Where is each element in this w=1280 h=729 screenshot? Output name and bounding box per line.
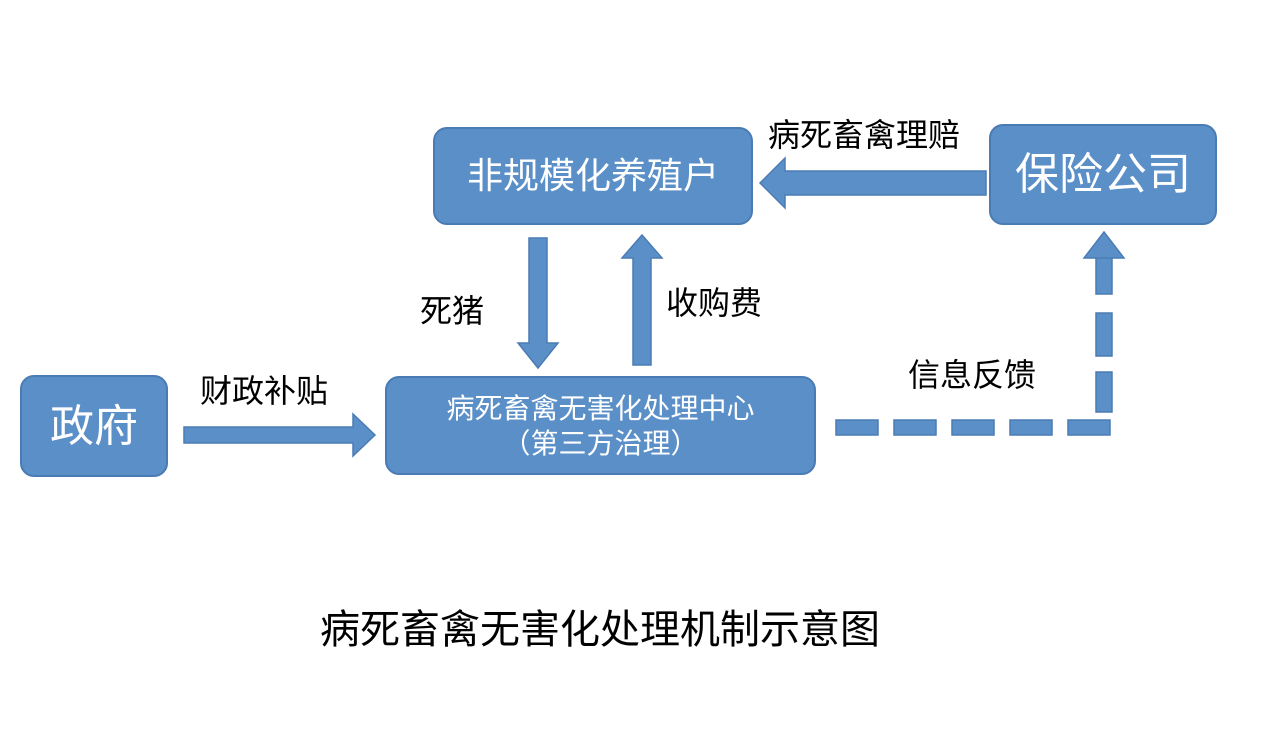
node-disposal-center-label-line1: 病死畜禽无害化处理中心 bbox=[446, 391, 755, 425]
arrow-feedback-center-to-insurance bbox=[835, 230, 1126, 436]
node-insurance-company-label: 保险公司 bbox=[1015, 149, 1191, 200]
node-government: 政府 bbox=[20, 375, 168, 477]
node-government-label: 政府 bbox=[50, 400, 138, 452]
node-disposal-center: 病死畜禽无害化处理中心 （第三方治理） bbox=[385, 376, 816, 475]
arrow-subsidy-government-to-center bbox=[183, 412, 377, 458]
node-insurance-company: 保险公司 bbox=[989, 124, 1217, 225]
node-disposal-center-label-line2: （第三方治理） bbox=[502, 426, 699, 460]
edge-label-feedback: 信息反馈 bbox=[908, 356, 1037, 394]
node-small-scale-farmer: 非规模化养殖户 bbox=[433, 127, 753, 225]
edge-label-dead-pig: 死猪 bbox=[420, 292, 485, 330]
edge-label-claim: 病死畜禽理赔 bbox=[768, 116, 961, 154]
diagram-title: 病死畜禽无害化处理机制示意图 bbox=[320, 607, 880, 653]
arrow-dead-pig-farm-to-center bbox=[516, 237, 560, 370]
arrow-purchase-fee-center-to-farm bbox=[620, 233, 664, 366]
edge-label-purchase-fee: 收购费 bbox=[666, 284, 763, 322]
edge-label-subsidy: 财政补贴 bbox=[200, 372, 329, 410]
arrow-claim-insurance-to-farm bbox=[758, 156, 987, 210]
node-small-scale-farmer-label: 非规模化养殖户 bbox=[466, 155, 719, 197]
